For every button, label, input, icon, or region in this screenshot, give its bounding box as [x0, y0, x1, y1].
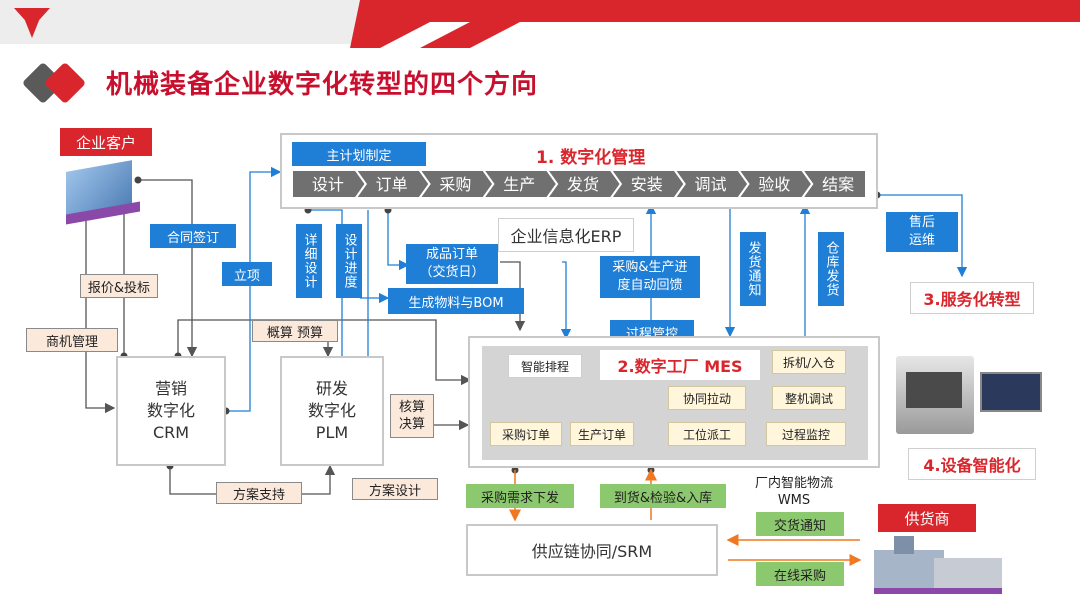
- finished-order-box: 成品订单 （交货日）: [406, 244, 498, 284]
- delivery-notice-box: 交货通知: [756, 512, 844, 536]
- process-step-label: 订单: [376, 175, 408, 194]
- process-step-shape: [673, 170, 750, 198]
- process-monitor-box: 过程监控: [766, 422, 846, 446]
- crm-label: 营销 数字化 CRM: [146, 379, 195, 442]
- process-step-shape: [609, 170, 686, 198]
- mes-heading: 2.数字工厂 MES: [600, 350, 760, 380]
- erp-heading: 1. 数字化管理: [536, 148, 646, 168]
- process-step-label: 安装: [631, 175, 663, 194]
- process-step-shape: [418, 170, 495, 198]
- solution-support-box: 方案支持: [216, 482, 302, 504]
- budget-box: 概算 预算: [252, 320, 338, 342]
- feedback-box: 采购&生产进 度自动回馈: [600, 256, 700, 298]
- arrival-box: 到货&检验&入库: [600, 484, 726, 508]
- supplier-label: 供货商: [878, 504, 976, 532]
- unload-store-box: 拆机/入仓: [772, 350, 846, 374]
- title-icon: [21, 60, 90, 105]
- check-settle-label: 核算 决算: [398, 400, 425, 432]
- process-chevrons: 设计 订单 采购 生产 发货 安装 调试 验收 结案: [292, 170, 866, 198]
- process-step-label: 设计: [312, 175, 344, 194]
- after-sales-label: 售后 运维: [908, 215, 935, 248]
- after-sales-box: 售后 运维: [886, 212, 958, 252]
- erp-label: 企业信息化ERP: [510, 227, 622, 246]
- wms-label: 厂内智能物流 WMS: [742, 474, 846, 510]
- process-step-shape: [800, 170, 866, 198]
- crm-box: 营销 数字化 CRM: [116, 356, 226, 466]
- quote-box: 报价&投标: [80, 274, 158, 298]
- production-order-box: 生产订单: [570, 422, 634, 446]
- factory-icon: [874, 536, 1004, 596]
- plm-box: 研发 数字化 PLM: [280, 356, 384, 466]
- purchase-demand-box: 采购需求下发: [466, 484, 574, 508]
- process-step-shape: [545, 170, 623, 198]
- header-banner: [0, 0, 1080, 48]
- process-step-shape: [482, 170, 559, 198]
- process-step-label: 采购: [439, 175, 471, 194]
- design-progress-box: 设计进度: [336, 224, 362, 298]
- process-step-label: 发货: [567, 175, 599, 194]
- erp-label-box: 企业信息化ERP: [498, 218, 634, 252]
- process-step-shape: [737, 170, 814, 198]
- station-dispatch-box: 工位派工: [668, 422, 746, 446]
- building-icon: [62, 160, 144, 225]
- finished-order-label: 成品订单 （交货日）: [419, 247, 485, 280]
- opportunity-box: 商机管理: [26, 328, 118, 352]
- machine-debug-box: 整机调试: [772, 386, 846, 410]
- process-step-label: 调试: [695, 175, 727, 194]
- process-step-label: 验收: [758, 175, 790, 194]
- process-step-label: 结案: [822, 175, 854, 194]
- contract-box: 合同签订: [150, 224, 236, 248]
- plm-label: 研发 数字化 PLM: [307, 379, 356, 442]
- collab-pull-box: 协同拉动: [668, 386, 746, 410]
- check-settle-box: 核算 决算: [390, 394, 434, 438]
- online-purchase-box: 在线采购: [756, 562, 844, 586]
- service-label: 3.服务化转型: [910, 282, 1034, 314]
- ship-notice-box: 发货通知: [740, 232, 766, 306]
- purchase-order-box: 采购订单: [490, 422, 562, 446]
- machine-image: [896, 352, 1046, 436]
- master-plan-box: 主计划制定: [292, 142, 426, 166]
- smart-schedule-box: 智能排程: [508, 354, 582, 378]
- warehouse-ship-box: 仓库发货: [818, 232, 844, 306]
- material-bom-box: 生成物料与BOM: [388, 288, 524, 314]
- solution-design-box: 方案设计: [352, 478, 438, 500]
- srm-box: 供应链协同/SRM: [466, 524, 718, 576]
- process-step-shape: [354, 170, 431, 198]
- feedback-label: 采购&生产进 度自动回馈: [612, 260, 688, 293]
- equipment-label: 4.设备智能化: [908, 448, 1036, 480]
- page-title: 机械装备企业数字化转型的四个方向: [106, 70, 539, 100]
- wms-text: 厂内智能物流 WMS: [754, 476, 833, 508]
- customer-label: 企业客户: [60, 128, 152, 156]
- project-box: 立项: [222, 262, 272, 286]
- detail-design-box: 详细设计: [296, 224, 322, 298]
- process-step-label: 生产: [503, 175, 535, 194]
